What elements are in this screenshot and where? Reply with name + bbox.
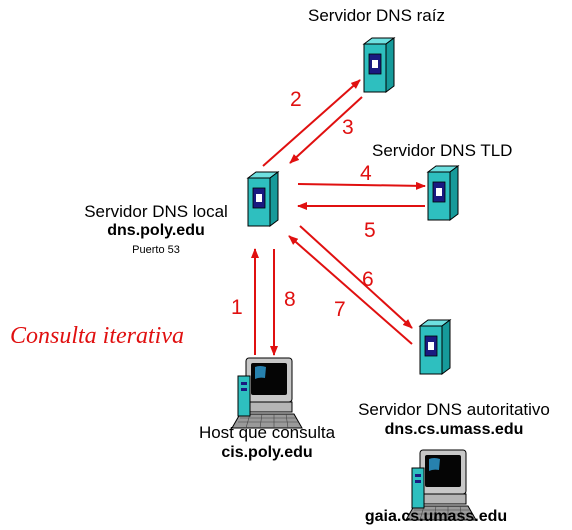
arrow-step-6 bbox=[299, 225, 413, 329]
step-number-4: 4 bbox=[360, 162, 372, 185]
authoritative-server-icon bbox=[419, 319, 451, 375]
step-number-3: 3 bbox=[342, 116, 354, 139]
root-server-icon bbox=[363, 37, 395, 93]
root-server-label: Servidor DNS raíz bbox=[308, 6, 445, 25]
diagram-caption: Consulta iterativa bbox=[10, 323, 184, 349]
authoritative-server-label: Servidor DNS autoritativo bbox=[358, 400, 550, 419]
step-number-2: 2 bbox=[290, 88, 302, 111]
step-number-7: 7 bbox=[334, 298, 346, 321]
arrow-step-2 bbox=[262, 79, 361, 167]
tld-server-icon bbox=[427, 165, 459, 221]
tld-server-label: Servidor DNS TLD bbox=[372, 141, 513, 160]
authoritative-server-hostname: dns.cs.umass.edu bbox=[384, 421, 524, 438]
step-number-1: 1 bbox=[231, 296, 243, 319]
requesting-host-hostname: cis.poly.edu bbox=[221, 444, 313, 461]
target-host-hostname: gaia.cs.umass.edu bbox=[364, 508, 508, 525]
requesting-host-computer-icon bbox=[231, 357, 303, 429]
arrow-step-7 bbox=[288, 235, 413, 345]
step-number-8: 8 bbox=[284, 288, 296, 311]
local-server-icon bbox=[247, 171, 279, 227]
arrow-step-4 bbox=[297, 181, 426, 190]
step-number-5: 5 bbox=[364, 219, 376, 242]
arrow-step-3 bbox=[289, 96, 363, 164]
local-server-port: Puerto 53 bbox=[132, 244, 180, 256]
step-number-6: 6 bbox=[362, 268, 374, 291]
requesting-host-label: Host que consulta bbox=[198, 423, 336, 442]
local-server-label: Servidor DNS local bbox=[84, 202, 228, 221]
local-server-hostname: dns.poly.edu bbox=[107, 222, 205, 239]
